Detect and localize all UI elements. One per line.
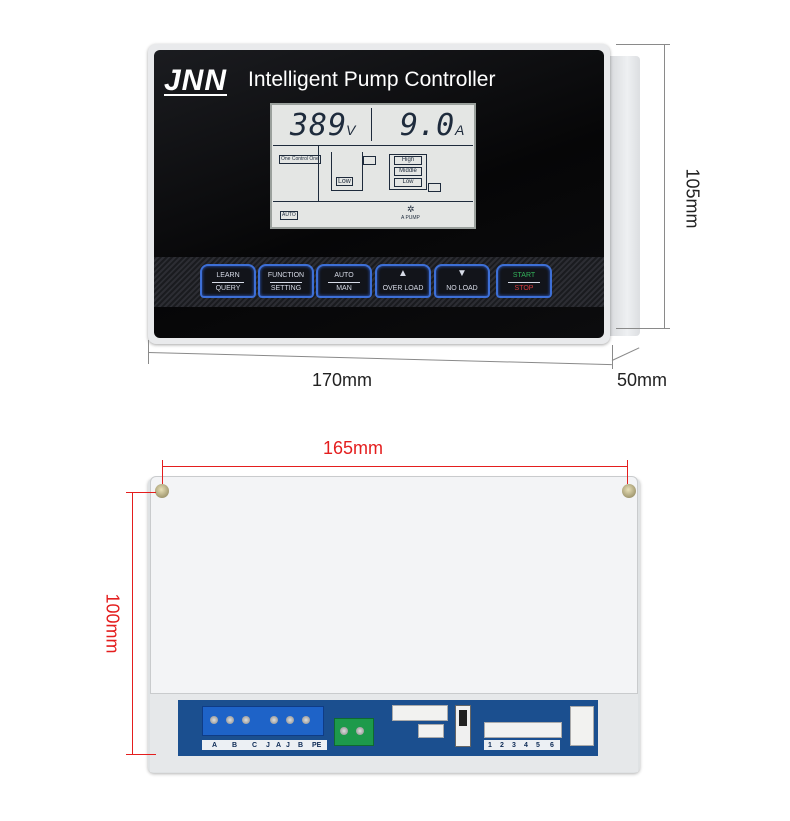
lcd-divider [273,201,473,202]
terminal-screw-icon [286,716,294,724]
front-depth-label: 50mm [617,370,668,390]
terminal-label-strip [202,740,327,750]
terminal-screw-icon [356,727,364,735]
auto-man-button[interactable]: AUTO MAN [316,264,372,298]
lcd-current-unit: A [455,122,465,138]
device-side-face [608,56,640,336]
lcd-mode-label: One Control One [279,155,321,164]
lcd-divider [318,146,319,201]
sensor-connector [484,722,562,738]
lcd-level-frame [389,154,427,190]
rear-width-dimension-line [162,466,627,467]
terminal-label: B [232,742,238,749]
terminal-screw-icon [302,716,310,724]
connector-label: 6 [550,742,554,749]
lcd-tank-tag-icon [363,156,376,165]
lcd-display [270,103,476,229]
lcd-pump-label: A PUMP [401,215,420,221]
lcd-auto-label: AUTO [280,211,298,220]
selector-switch [455,705,471,747]
screw-icon [622,484,636,498]
dimension-tick [126,754,156,755]
lcd-tank-icon [331,152,363,191]
terminal-screw-icon [270,716,278,724]
power-terminal-block [202,706,324,736]
terminal-screw-icon [210,716,218,724]
product-title: Intelligent Pump Controller [248,68,496,91]
lcd-level-tag-icon [428,183,441,192]
terminal-label: J [266,742,270,749]
learn-query-button[interactable]: LEARN QUERY [200,264,256,298]
front-height-label: 105mm [682,168,703,229]
screw-icon [155,484,169,498]
lcd-divider [273,145,473,146]
dimension-tick [616,44,670,45]
front-width-label: 170mm [312,370,373,390]
depth-dimension-line [611,347,640,361]
start-stop-button[interactable]: START STOP [496,264,552,298]
dimension-tick [616,328,670,329]
dimension-tick [612,345,613,369]
dimension-tick [148,340,149,364]
connector-label: 4 [524,742,528,749]
terminal-screw-icon [226,716,234,724]
dimension-tick [126,492,156,493]
lcd-tank-low-label: Low [336,177,353,186]
width-dimension-line [147,352,612,366]
rear-cover-plate [150,476,638,694]
overload-up-button[interactable]: ▲ OVER LOAD [375,264,431,298]
function-setting-button[interactable]: FUNCTION SETTING [258,264,314,298]
lcd-divider [371,108,372,141]
terminal-screw-icon [242,716,250,724]
arrow-down-icon: ▼ [457,268,467,279]
terminal-label: PE [312,742,322,749]
lcd-level-middle: Middle [394,167,422,176]
small-connector [418,724,444,738]
lcd-level-high: High [394,156,422,165]
connector-label: 1 [488,742,492,749]
lcd-current-value: 9.0 [400,108,455,143]
rear-height-label: 100mm [102,593,123,654]
header-connector [392,705,448,721]
terminal-label: B [298,742,304,749]
relay-connector [570,706,594,746]
terminal-screw-icon [340,727,348,735]
rear-width-label: 165mm [323,438,384,458]
connector-label: 2 [500,742,504,749]
dimension-tick [162,460,163,484]
arrow-up-icon: ▲ [398,268,408,279]
dimension-tick [627,460,628,484]
lcd-level-low: Low [394,178,422,187]
height-dimension-line [664,44,665,328]
lcd-voltage-value: 389 [290,108,348,143]
terminal-label: J [286,742,290,749]
terminal-label: A [276,742,282,749]
fan-icon: ✲ [407,204,415,214]
noload-down-button[interactable]: ▼ NO LOAD [434,264,490,298]
brand-logo: JNN [164,64,228,97]
lcd-voltage-unit: V [346,122,356,138]
connector-label: 5 [536,742,540,749]
terminal-label: A [212,742,218,749]
terminal-label: C [252,742,258,749]
rear-height-dimension-line [132,492,133,754]
connector-label-strip [484,740,560,750]
connector-label: 3 [512,742,516,749]
